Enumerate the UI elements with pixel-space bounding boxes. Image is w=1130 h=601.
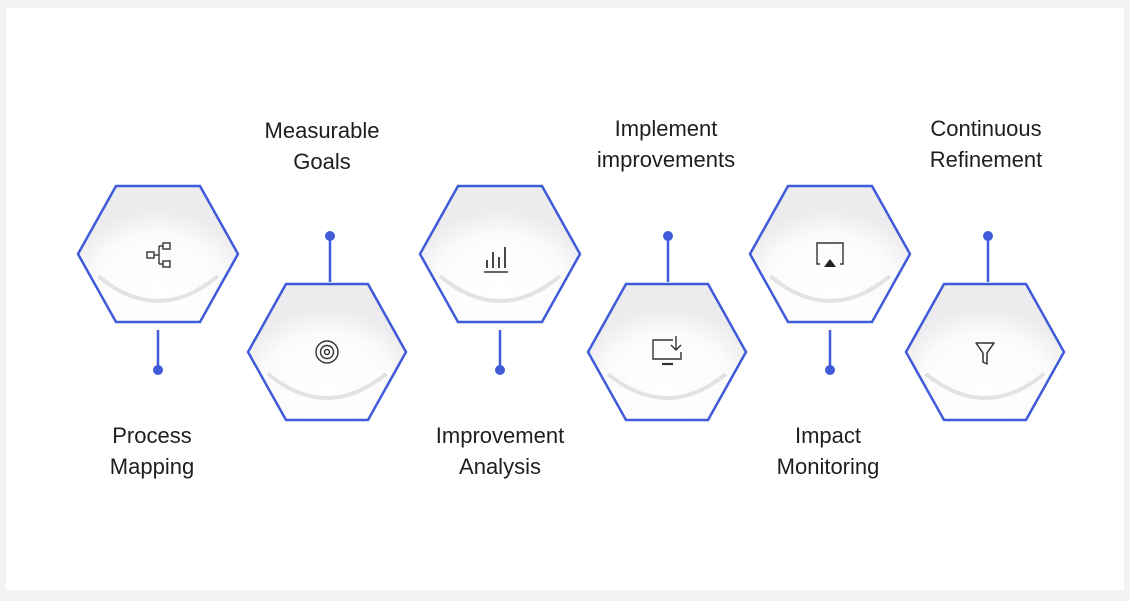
step-process-mapping	[76, 184, 240, 375]
label-line: Measurable	[264, 118, 380, 143]
label-line: Impact	[794, 423, 862, 448]
label-line: Process	[112, 423, 192, 448]
label-line: Analysis	[459, 454, 541, 479]
label-line: Implement	[614, 116, 718, 141]
connector-dot	[153, 365, 163, 375]
step-impact-monitoring	[748, 184, 912, 375]
diagram-canvas: Process Mapping Measurable Goals Improve…	[6, 8, 1124, 590]
connector-dot	[495, 365, 505, 375]
label-line: Refinement	[929, 147, 1043, 172]
process-flow-icon	[146, 242, 171, 268]
process-diagram	[76, 184, 1066, 422]
hexagon-inner-shadow	[924, 372, 1046, 400]
step-continuous-refinement	[904, 231, 1066, 422]
hexagon-inner-shadow	[438, 274, 562, 303]
label-impact-monitoring: Impact Monitoring	[728, 420, 928, 482]
step-measurable-goals	[246, 231, 408, 422]
step-improvement-analysis	[418, 184, 582, 375]
hexagon-inner-shadow	[768, 274, 892, 303]
hexagon-inner-shadow	[606, 372, 728, 400]
label-process-mapping: Process Mapping	[52, 420, 252, 482]
label-measurable-goals: Measurable Goals	[222, 115, 422, 177]
label-line: improvements	[596, 147, 736, 172]
screen-cast-icon	[816, 242, 844, 267]
filter-icon	[975, 342, 995, 365]
label-line: Improvement	[435, 423, 565, 448]
connector-dot	[825, 365, 835, 375]
connector-dot	[983, 231, 993, 241]
hexagon-inner-shadow	[266, 372, 388, 400]
connector-dot	[325, 231, 335, 241]
label-line: Mapping	[109, 454, 195, 479]
label-line: Continuous	[930, 116, 1042, 141]
step-implement-improvements	[586, 231, 748, 422]
label-line: Goals	[293, 149, 351, 174]
monitor-download-icon	[652, 336, 682, 366]
target-icon	[315, 340, 339, 364]
label-improvement-analysis: Improvement Analysis	[400, 420, 600, 482]
bar-chart-icon	[484, 247, 508, 273]
label-implement-improvements: Implement improvements	[566, 113, 766, 175]
hexagon-inner-shadow	[96, 274, 220, 303]
label-line: Monitoring	[776, 454, 880, 479]
connector-dot	[663, 231, 673, 241]
label-continuous-refinement: Continuous Refinement	[886, 113, 1086, 175]
